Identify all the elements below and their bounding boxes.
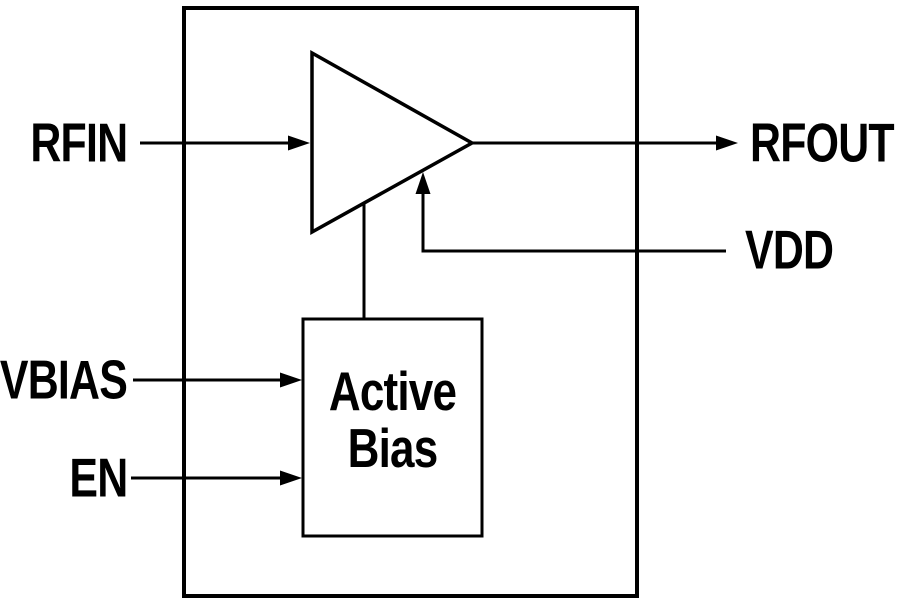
amplifier-triangle <box>310 50 476 235</box>
rfout-arrowhead-icon <box>716 135 738 151</box>
active-bias-box <box>301 317 484 538</box>
rfin-arrowhead-icon <box>288 135 310 151</box>
chip-outline <box>182 6 639 598</box>
en-arrowhead-icon <box>280 470 302 486</box>
pin-label-rfin: RFIN <box>30 111 128 174</box>
active-bias-label: Active Bias <box>328 360 457 479</box>
vbias-arrowhead-icon <box>280 372 302 388</box>
pin-label-en: EN <box>68 446 128 509</box>
pin-label-vbias: VBIAS <box>0 348 128 411</box>
vdd-arrowhead-icon <box>415 172 431 194</box>
pin-label-rfout: RFOUT <box>750 111 895 174</box>
pin-label-vdd: VDD <box>745 218 834 281</box>
